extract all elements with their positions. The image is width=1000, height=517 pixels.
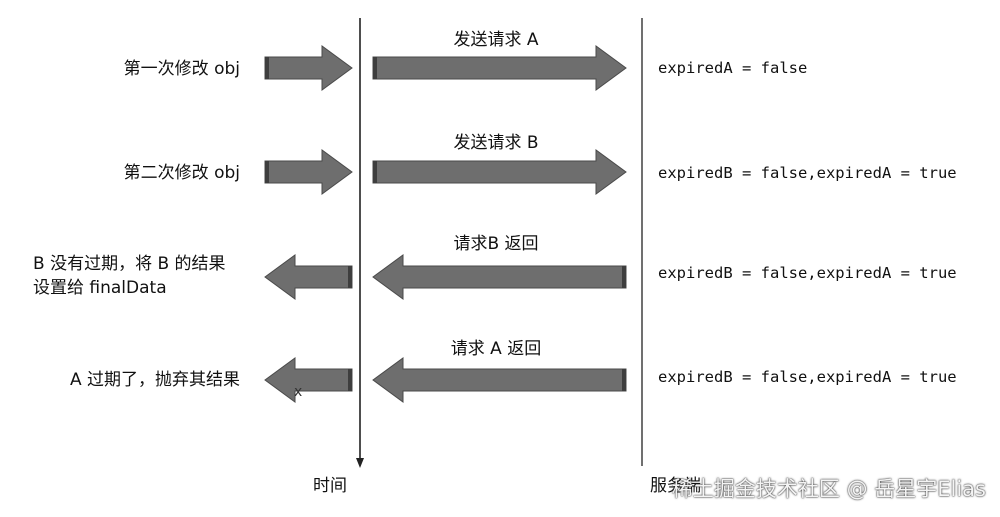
step-2-request-label: 发送请求 B	[453, 133, 539, 153]
step-2-request-arrow	[372, 149, 627, 195]
step-2-client-label: 第二次修改 obj	[123, 163, 240, 183]
server-axis-label: 服务端	[650, 476, 701, 496]
step-3-request-arrow	[372, 254, 627, 300]
step-4-client-arrow-tail	[348, 369, 352, 391]
step-1-client-arrow-tail	[265, 57, 269, 79]
step-4-server-state: expiredB = false,expiredA = true	[658, 368, 957, 386]
step-3-client-label-line2: 设置给 finalData	[33, 278, 167, 298]
step-4-client-arrow	[264, 357, 353, 403]
step-1-request-label: 发送请求 A	[453, 30, 539, 50]
step-1-request-arrow-tail	[373, 57, 377, 79]
step-2-request-arrow-tail	[373, 161, 377, 183]
step-4-request-arrow	[372, 357, 627, 403]
step-3-client-label-line1: B 没有过期，将 B 的结果	[33, 254, 226, 274]
watermark: 稀土掘金技术社区 @ 岳星宇Elias	[671, 477, 986, 501]
step-3-server-state: expiredB = false,expiredA = true	[658, 264, 957, 282]
step-1-request-arrow	[372, 45, 627, 91]
step-1-client-label: 第一次修改 obj	[123, 59, 240, 79]
step-2-client-arrow-tail	[265, 161, 269, 183]
time-axis-label: 时间	[313, 476, 347, 496]
step-1-server-state: expiredA = false	[658, 59, 808, 77]
time-axis-arrowhead	[356, 458, 364, 468]
step-4-request-arrow-tail	[622, 369, 626, 391]
step-1-client-arrow	[264, 45, 353, 91]
step-3-client-arrow	[264, 254, 353, 300]
step-2-client-arrow	[264, 149, 353, 195]
step-4-request-label: 请求 A 返回	[450, 339, 542, 359]
discard-mark: x	[294, 384, 303, 400]
step-2-server-state: expiredB = false,expiredA = true	[658, 164, 957, 182]
step-3-client-arrow-tail	[348, 266, 352, 288]
step-3-request-arrow-tail	[622, 266, 626, 288]
step-4-client-label: A 过期了，抛弃其结果	[69, 370, 240, 390]
step-3-request-label: 请求B 返回	[453, 234, 539, 254]
